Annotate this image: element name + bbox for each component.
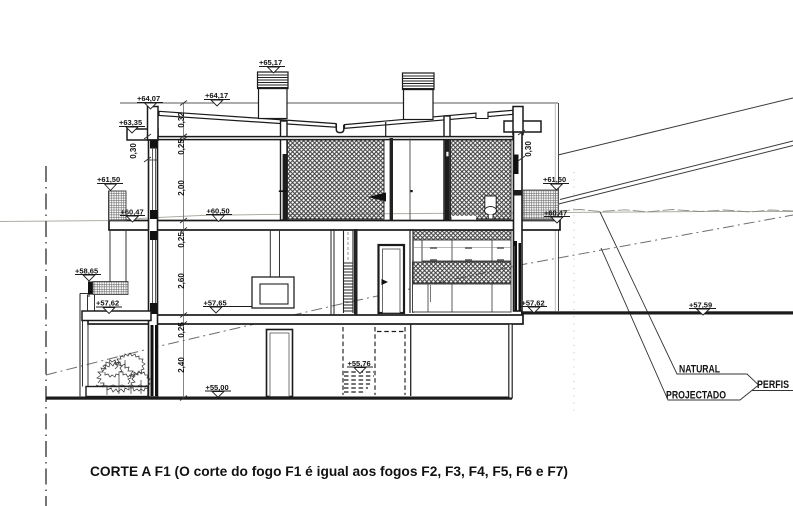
svg-text:+64,07: +64,07 [137, 94, 160, 103]
svg-text:+57,59: +57,59 [689, 301, 712, 310]
svg-text:0,25: 0,25 [177, 232, 186, 248]
svg-text:+58,65: +58,65 [75, 267, 98, 276]
svg-text:0,32: 0,32 [177, 112, 186, 128]
svg-text:+57,62: +57,62 [96, 299, 119, 308]
svg-text:0,25: 0,25 [177, 139, 186, 155]
svg-text:+65,17: +65,17 [259, 58, 282, 67]
svg-text:2,00: 2,00 [177, 180, 186, 196]
svg-text:+60,50: +60,50 [207, 207, 230, 216]
svg-text:0,30: 0,30 [524, 141, 533, 157]
svg-text:+64,17: +64,17 [205, 91, 228, 100]
svg-text:+60,47: +60,47 [121, 208, 144, 217]
svg-text:+61,50: +61,50 [97, 175, 120, 184]
svg-text:PROJECTADO: PROJECTADO [666, 390, 726, 402]
svg-text:+61,50: +61,50 [543, 175, 566, 184]
svg-text:+55,00: +55,00 [206, 383, 229, 392]
svg-text:0,25: 0,25 [177, 322, 186, 338]
svg-text:+55,76: +55,76 [348, 359, 371, 368]
svg-text:2,60: 2,60 [177, 273, 186, 289]
svg-text:+57,65: +57,65 [204, 299, 227, 308]
svg-text:0,30: 0,30 [129, 143, 138, 159]
svg-text:CORTE A F1 (O corte do fogo: CORTE A F1 (O corte do fogo F1 é igual a… [90, 463, 568, 479]
svg-text:2,40: 2,40 [177, 357, 186, 373]
svg-text:+60,47: +60,47 [544, 209, 567, 218]
svg-text:+63,35: +63,35 [119, 118, 142, 127]
svg-text:NATURAL: NATURAL [679, 364, 720, 376]
svg-text:PERFIS: PERFIS [757, 379, 789, 391]
svg-text:+57,62: +57,62 [522, 299, 545, 308]
